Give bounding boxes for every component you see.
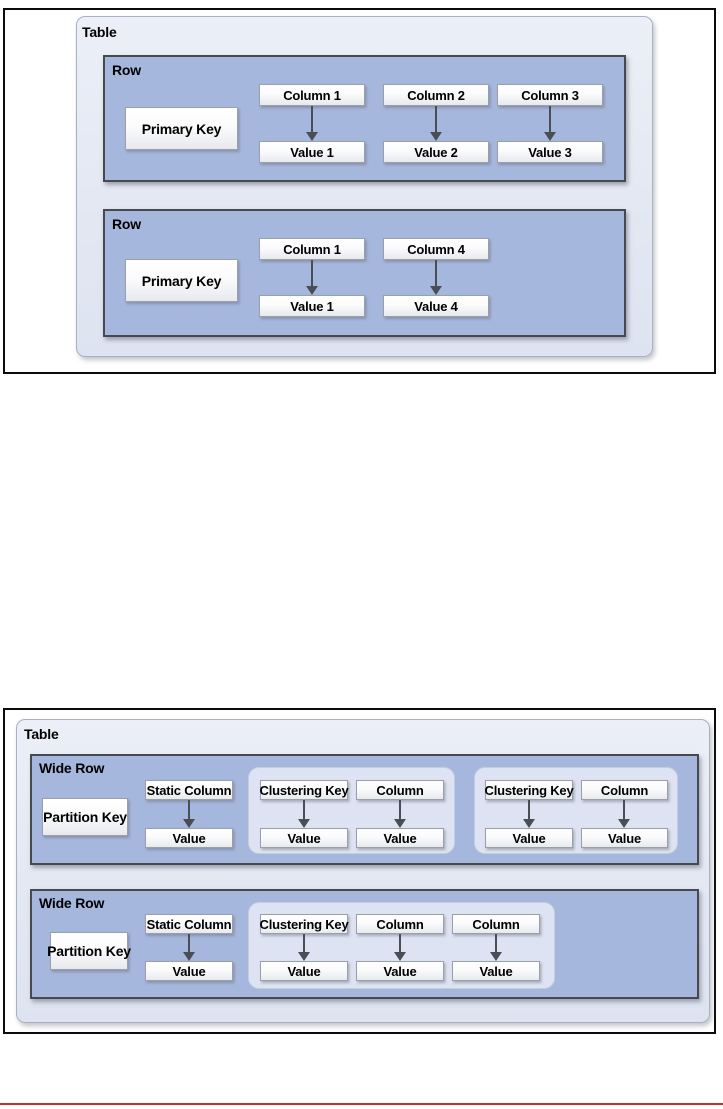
value-box: Value [581,828,668,848]
primary-key-box: Primary Key [125,259,238,302]
column-box: Column 2 [383,84,489,106]
partition-key-box: Partition Key [42,798,128,836]
wide-row-label: Wide Row [39,760,105,776]
down-arrow-icon [297,934,311,961]
value-box: Value 1 [259,141,365,163]
clustering-key-box: Clustering Key [260,780,349,800]
down-arrow-icon [182,800,196,828]
down-arrow-icon [543,106,557,141]
value-box: Value 2 [383,141,489,163]
down-arrow-icon [393,800,407,828]
value-box: Value 4 [383,295,489,317]
row-label: Row [112,216,141,232]
down-arrow-icon [305,260,319,295]
column-box: Column [581,780,668,800]
value-box: Value [145,828,233,848]
clustering-key-box: Clustering Key [485,780,574,800]
down-arrow-icon [305,106,319,141]
column-box: Column [356,914,444,934]
column-box: Column 3 [497,84,603,106]
column-box: Column 1 [259,84,365,106]
value-box: Value [485,828,573,848]
column-box: Column [356,780,444,800]
wide-row-label: Wide Row [39,895,105,911]
down-arrow-icon [522,800,536,828]
value-box: Value [260,961,348,981]
table-label: Table [82,24,117,40]
down-arrow-icon [429,106,443,141]
page-bottom-rule [0,1103,723,1105]
diagram-frame-regular: Table Row Primary Key Column 1 Column 2 … [3,8,716,374]
column-box: Column [452,914,540,934]
static-column-box: Static Column [145,780,233,800]
value-box: Value [356,961,444,981]
column-box: Column 1 [259,238,365,260]
static-column-box: Static Column [145,914,233,934]
down-arrow-icon [617,800,631,828]
down-arrow-icon [182,934,196,961]
value-box: Value [356,828,444,848]
value-box: Value 1 [259,295,365,317]
diagram-frame-wide: Table Wide Row Partition Key Static Colu… [3,708,716,1034]
partition-key-box: Partition Key [47,932,131,970]
down-arrow-icon [393,934,407,961]
value-box: Value 3 [497,141,603,163]
row-label: Row [112,62,141,78]
value-box: Value [452,961,540,981]
value-box: Value [260,828,348,848]
table-label: Table [24,726,59,742]
column-box: Column 4 [383,238,489,260]
clustering-key-box: Clustering Key [260,914,349,934]
down-arrow-icon [429,260,443,295]
value-box: Value [145,961,233,981]
down-arrow-icon [297,800,311,828]
primary-key-box: Primary Key [125,107,238,150]
down-arrow-icon [489,934,503,961]
